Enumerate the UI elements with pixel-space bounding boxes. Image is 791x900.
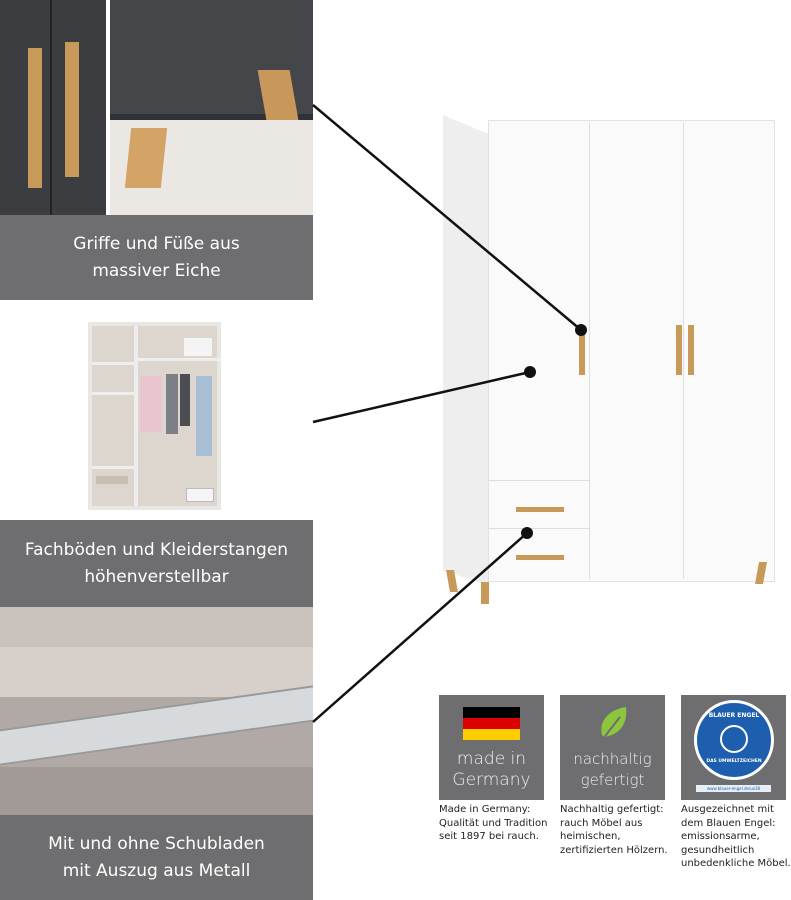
badge-title: gefertigt — [580, 771, 645, 789]
badge-blue-angel: BLAUER ENGEL DAS UMWELTZEICHEN www.blaue… — [681, 695, 786, 800]
caption-handles-feet: Griffe und Füße aus massiver Eiche — [0, 215, 313, 300]
caption-line: Fachböden und Kleiderstangen — [24, 539, 289, 560]
badge-sustainable: nachhaltig gefertigt — [560, 695, 665, 800]
pointer-line-shelves — [312, 370, 531, 424]
caption-line: mit Auszug aus Metall — [62, 860, 251, 881]
caption-line: massiver Eiche — [92, 260, 221, 281]
pointer-line-drawers — [312, 532, 528, 723]
photo-wardrobe-interior — [88, 322, 221, 510]
wardrobe-illustration — [443, 115, 775, 604]
pointer-line-handles — [312, 104, 582, 331]
seal-url: www.blauer-engel.de/uz38 — [696, 785, 771, 792]
seal-text: BLAUER ENGEL — [708, 712, 760, 719]
leaf-icon — [599, 707, 627, 744]
badge-title: nachhaltig — [573, 750, 652, 768]
german-flag-icon — [463, 707, 520, 740]
pointer-dot — [524, 366, 536, 378]
photo-drawer-runner — [0, 607, 313, 815]
caption-drawers: Mit und ohne Schubladen mit Auszug aus M… — [0, 815, 313, 900]
photo-handles-feet — [0, 0, 313, 215]
blue-angel-seal-icon: BLAUER ENGEL DAS UMWELTZEICHEN — [694, 700, 774, 780]
pointer-dot — [521, 527, 533, 539]
badge-title: Germany — [452, 770, 531, 790]
caption-line: Griffe und Füße aus — [73, 233, 240, 254]
caption-shelves: Fachböden und Kleiderstangen höhenverste… — [0, 520, 313, 607]
badge-title: made in — [456, 749, 527, 769]
caption-line: Mit und ohne Schubladen — [48, 833, 265, 854]
seal-text: DAS UMWELTZEICHEN — [706, 759, 762, 764]
caption-line: höhenverstellbar — [84, 566, 229, 587]
pointer-dot — [575, 324, 587, 336]
